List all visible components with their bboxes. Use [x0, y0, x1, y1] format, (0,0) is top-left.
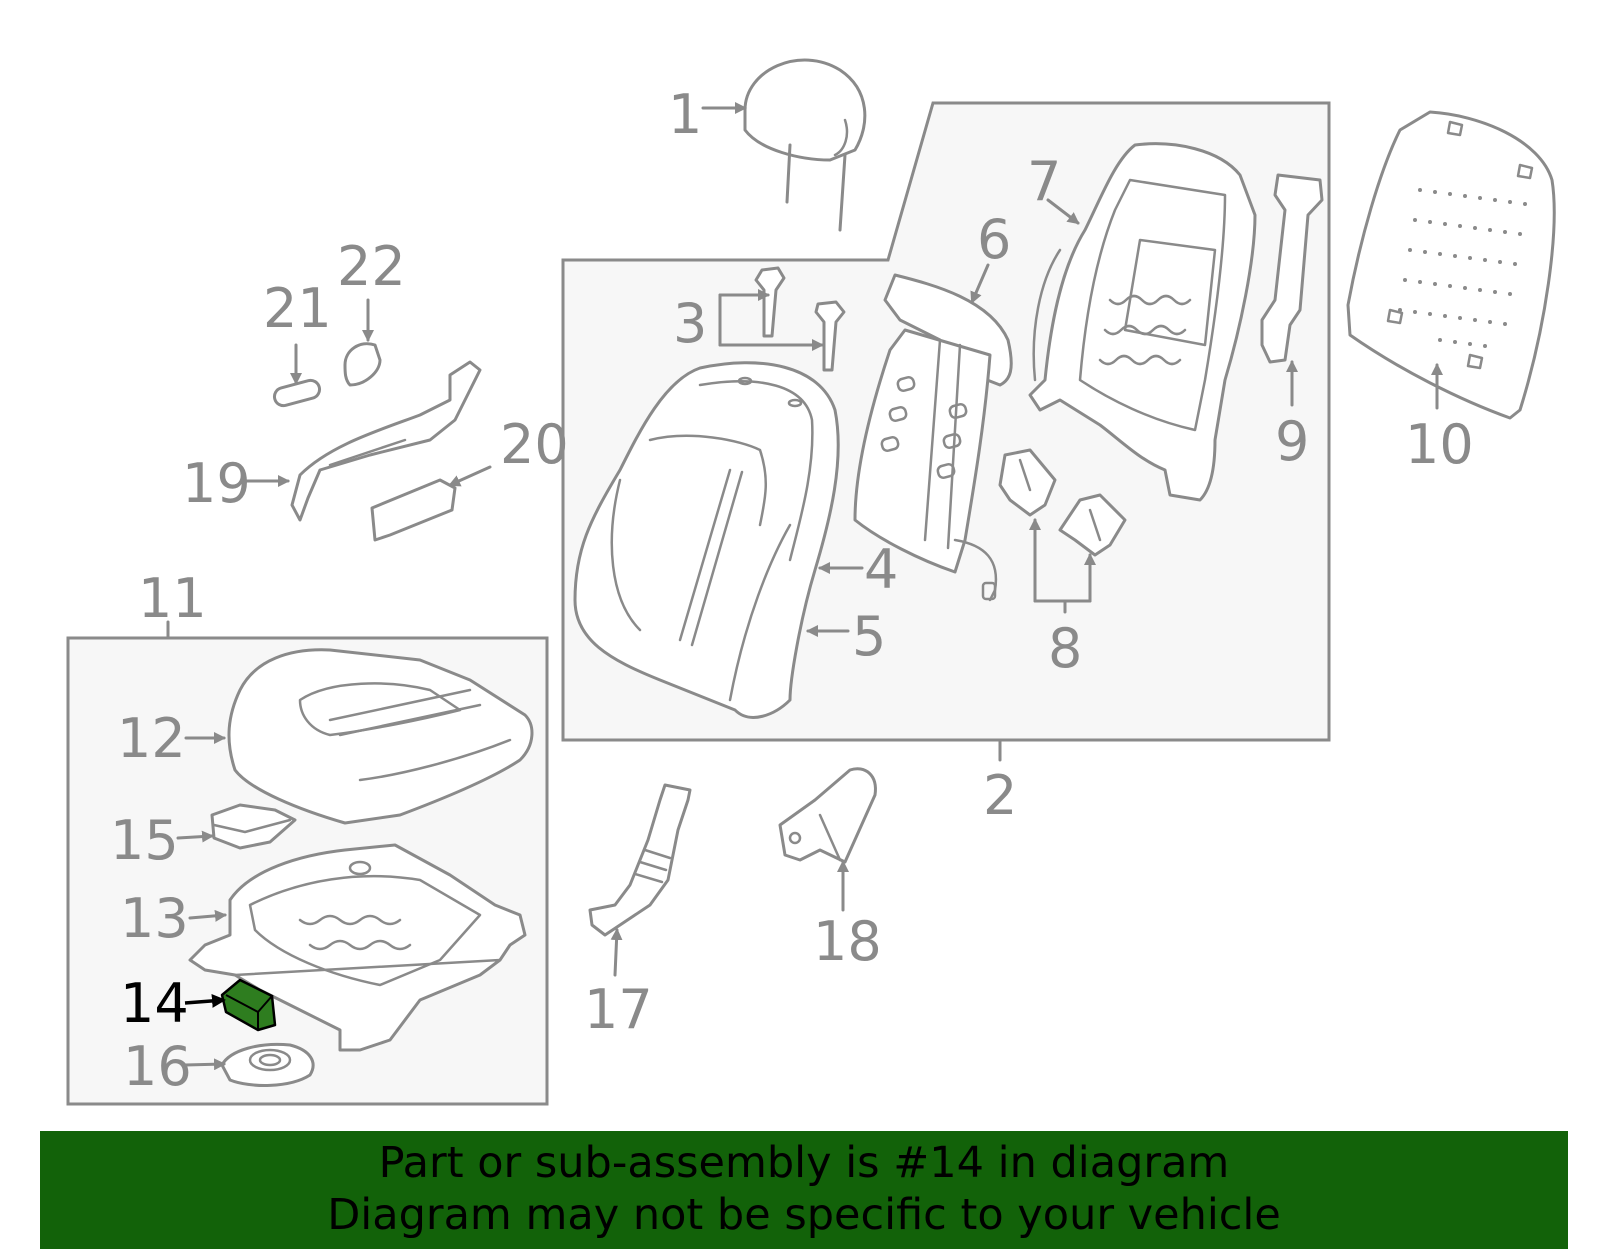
back-panel-part — [1346, 110, 1556, 420]
callout-18: 18 — [813, 910, 882, 973]
info-banner: Part or sub-assembly is #14 in diagram D… — [40, 1131, 1568, 1249]
seatback-frame-part — [1028, 142, 1257, 502]
cushion-cover-part — [227, 648, 534, 825]
callout-16: 16 — [123, 1035, 192, 1098]
highlighted-part-14 — [220, 978, 277, 1032]
callout-9: 9 — [1275, 410, 1309, 473]
callout-7: 7 — [1027, 150, 1061, 213]
callout-11: 11 — [138, 567, 207, 630]
callout-19: 19 — [182, 452, 251, 515]
seatback-pad-part — [853, 273, 1013, 602]
callout-6: 6 — [977, 208, 1011, 271]
banner-line-2: Diagram may not be specific to your vehi… — [327, 1190, 1281, 1240]
callout-10: 10 — [1405, 413, 1474, 476]
callout-21: 21 — [263, 277, 332, 340]
callout-2: 2 — [983, 764, 1017, 827]
callout-5: 5 — [852, 605, 886, 668]
callout-3: 3 — [673, 292, 707, 355]
callout-8: 8 — [1048, 617, 1082, 680]
callout-22: 22 — [337, 235, 406, 298]
headrest-part — [743, 58, 867, 232]
headrest-guide-part — [754, 266, 846, 372]
callout-17: 17 — [584, 978, 653, 1041]
control-module-part — [210, 803, 297, 850]
side-cover-part — [272, 342, 482, 542]
callout-20: 20 — [500, 413, 569, 476]
callout-14: 14 — [120, 972, 189, 1035]
callout-15: 15 — [110, 809, 179, 872]
bracket-part — [778, 767, 877, 864]
callout-1: 1 — [668, 83, 702, 146]
callout-4: 4 — [864, 538, 898, 601]
tube-part — [588, 783, 692, 937]
banner-line-1: Part or sub-assembly is #14 in diagram — [378, 1138, 1230, 1188]
seatback-cover-part — [573, 361, 840, 719]
seatback-bracket-part — [998, 448, 1127, 557]
callout-13: 13 — [120, 887, 189, 950]
callout-12: 12 — [117, 707, 186, 770]
pump-part — [220, 1042, 315, 1087]
side-trim-part — [1260, 173, 1324, 364]
